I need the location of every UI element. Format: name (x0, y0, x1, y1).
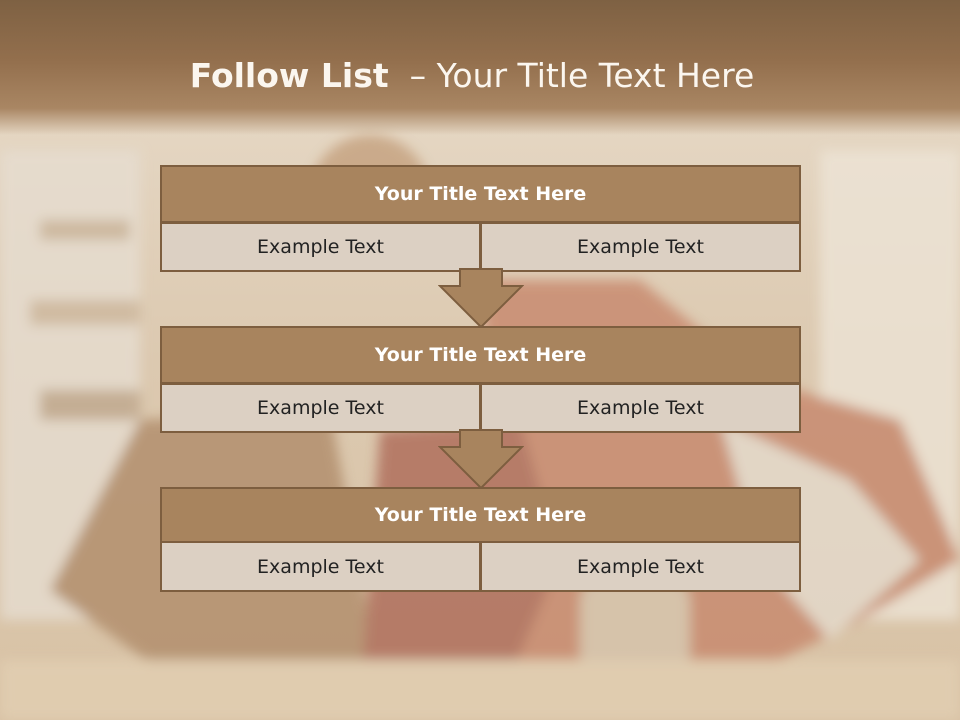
down-arrow-icon (438, 429, 524, 489)
card-title: Your Title Text Here (160, 487, 801, 543)
card-title: Your Title Text Here (160, 165, 801, 223)
card-right-text: Example Text (480, 222, 801, 272)
slide-title-bold: Follow List (189, 56, 389, 95)
slide-title-rest: – Your Title Text Here (409, 56, 755, 95)
card-title: Your Title Text Here (160, 326, 801, 384)
card-right-text: Example Text (480, 383, 801, 433)
card-right-text: Example Text (480, 541, 801, 592)
down-arrow-icon (438, 268, 524, 328)
title-band (0, 0, 960, 135)
card-left-text: Example Text (160, 222, 481, 272)
card-left-text: Example Text (160, 383, 481, 433)
card-left-text: Example Text (160, 541, 481, 592)
slide-title: Follow List – Your Title Text Here (0, 52, 944, 100)
